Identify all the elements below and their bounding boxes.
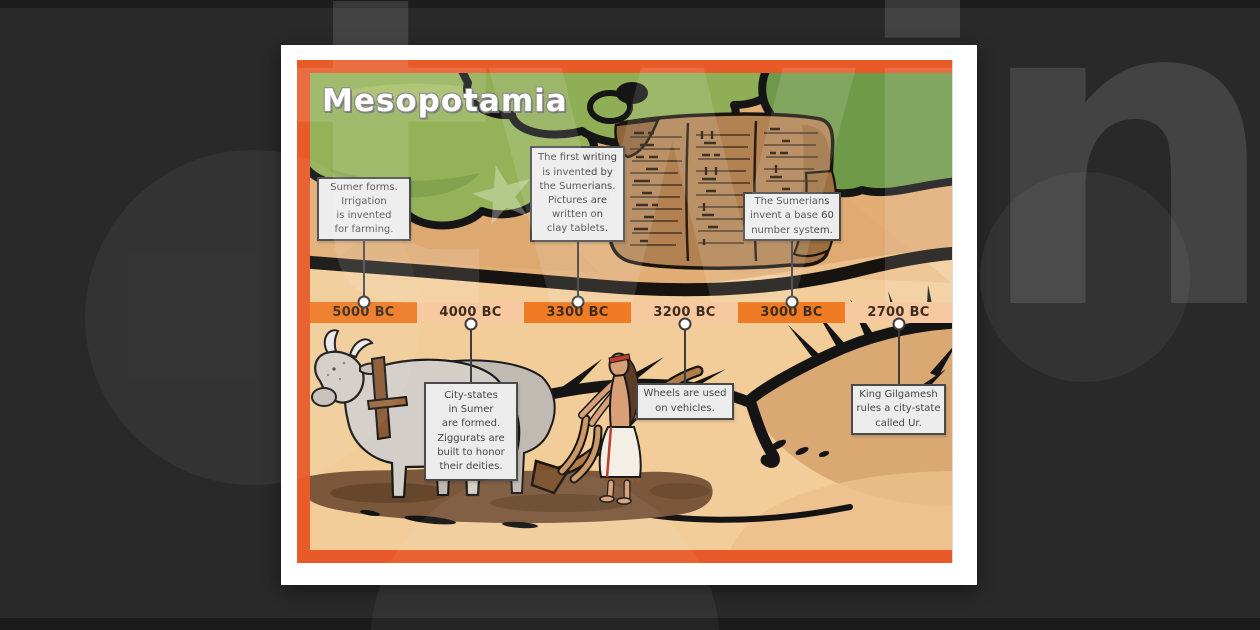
connector-line — [470, 323, 472, 382]
connector-dot — [571, 295, 585, 309]
watermark-circle — [980, 172, 1190, 382]
background-top-band — [0, 0, 1260, 8]
timeline-segment-5000-bc: 5000 BC — [310, 302, 417, 323]
timeline-segment-3300-bc: 3300 BC — [524, 302, 631, 323]
connector-line — [684, 323, 686, 383]
connector-dot — [678, 317, 692, 331]
poster-page: Mesopotamia 5000 BC 4000 BC 3300 BC 3200… — [281, 45, 977, 585]
foliage-illustration — [310, 73, 952, 230]
timeline-bar: 5000 BC 4000 BC 3300 BC 3200 BC 3000 BC … — [310, 302, 952, 323]
page-title: Mesopotamia — [322, 83, 568, 119]
connector-line — [791, 241, 793, 302]
timeline-segment-3000-bc: 3000 BC — [738, 302, 845, 323]
connector-dot — [357, 295, 371, 309]
note-box-3000-bc: The Sumerians invent a base 60 number sy… — [743, 192, 841, 241]
note-box-3200-bc: Wheels are used on vehicles. — [636, 383, 734, 420]
background-bottom-band — [0, 618, 1260, 630]
connector-dot — [464, 317, 478, 331]
connector-dot — [785, 295, 799, 309]
note-box-4000-bc: City-states in Sumer are formed. Ziggura… — [424, 382, 518, 481]
timeline-segment-3200-bc: 3200 BC — [631, 302, 738, 323]
poster-artwork: Mesopotamia 5000 BC 4000 BC 3300 BC 3200… — [310, 73, 952, 550]
note-box-3300-bc: The first writing is invented by the Sum… — [530, 146, 625, 242]
note-box-2700-bc: King Gilgamesh rules a city-state called… — [851, 384, 946, 435]
connector-line — [577, 242, 579, 302]
timeline-segment-4000-bc: 4000 BC — [417, 302, 524, 323]
river-line — [310, 246, 952, 297]
connector-line — [898, 323, 900, 384]
poster-frame: Mesopotamia 5000 BC 4000 BC 3300 BC 3200… — [297, 60, 952, 563]
timeline-segment-2700-bc: 2700 BC — [845, 302, 952, 323]
note-box-5000-bc: Sumer forms. Irrigation is invented for … — [317, 177, 411, 241]
connector-dot — [892, 317, 906, 331]
connector-line — [363, 241, 365, 302]
farmer-illustration — [578, 352, 642, 506]
